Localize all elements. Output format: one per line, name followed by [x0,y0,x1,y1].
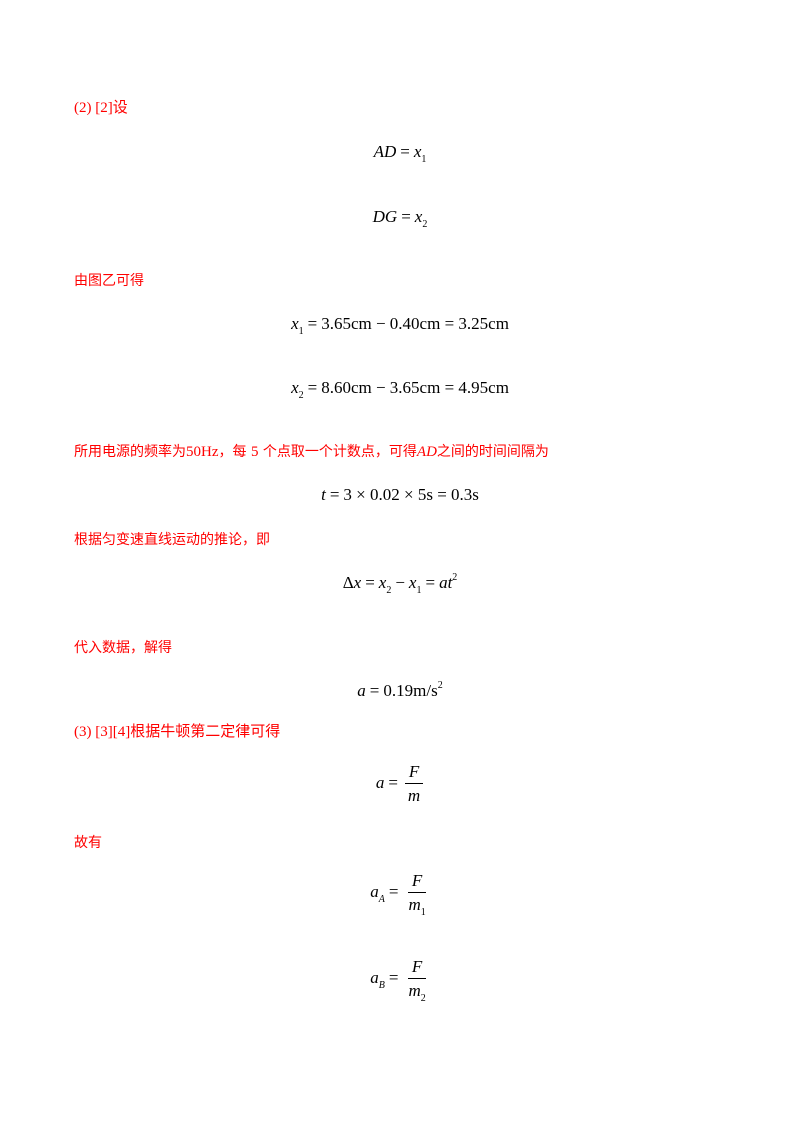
eq-lhs: AD [373,142,397,161]
frac-den: m [408,981,421,1000]
eq-rhs: 0.19m/s [383,681,438,700]
frac-num: F [411,871,423,890]
eq-op: = [329,485,340,504]
eq-sub: 2 [298,390,304,401]
eq-op: = [365,573,375,592]
text-frequency: 50Hz [186,444,219,460]
eq-sub: 2 [420,993,426,1004]
text-ad: AD [416,444,437,460]
equation-delta-x: Δx=x2−x1=at2 [0,572,800,596]
eq-sup: 2 [437,680,443,691]
frac-den: m [408,895,421,914]
paragraph-frequency: 所用电源的频率为50Hz，每 5 个点取一个计数点，可得AD之间的时间间隔为 [74,443,549,461]
eq-rhs: 3.65cm − 0.40cm = 3.25cm [321,314,509,333]
eq-op: = [400,142,410,161]
eq-var: a [357,681,366,700]
paragraph-intro: (2) [2]设 [74,99,128,117]
frac-num: F [408,762,420,781]
eq-var: x [353,573,362,592]
paragraph-inference: 根据匀变速直线运动的推论，即 [74,532,270,548]
eq-op: = [307,378,318,397]
equation-x2: x2=8.60cm − 3.65cm = 4.95cm [0,377,800,401]
eq-sub: 1 [420,907,426,918]
text-segment: 所用电源的频率为 [74,444,186,460]
eq-op: = [388,881,399,901]
equation-time: t=3 × 0.02 × 5s = 0.3s [0,484,800,506]
eq-op: = [401,207,411,226]
eq-sub: 1 [421,154,427,165]
text-segment: ，每 [218,444,247,460]
eq-op: − [395,573,405,592]
equation-x1: x1=3.65cm − 0.40cm = 3.25cm [0,313,800,337]
text-segment: 之间的时间间隔为 [436,444,549,460]
paragraph-text: (2) [2]设 [74,100,128,116]
paragraph-therefore: 故有 [74,835,102,851]
eq-op: = [369,681,380,700]
eq-op: = [388,967,399,987]
paragraph-text: (3) [3][4]根据牛顿第二定律可得 [74,724,281,740]
eq-rhs: 8.60cm − 3.65cm = 4.95cm [321,378,509,397]
eq-sub: 1 [416,585,422,596]
equation-dg: DG=x2 [0,206,800,230]
eq-lhs: DG [372,207,398,226]
frac-num: F [411,957,423,976]
eq-sup: 2 [452,572,458,583]
equation-ad: AD=x1 [0,141,800,165]
eq-var: x [378,573,387,592]
eq-op: = [307,314,318,333]
eq-var: a [439,573,448,592]
eq-sub: B [378,979,385,991]
eq-sub: A [378,893,385,905]
eq-var: x [291,378,299,397]
equation-acceleration: a=0.19m/s2 [0,680,800,702]
eq-rhs: 3 × 0.02 × 5s = 0.3s [343,485,479,504]
eq-var: x [291,314,299,333]
text-segment: 个点取一个计数点，可得 [262,444,417,460]
eq-var: a [370,881,379,901]
eq-var: t [321,485,326,504]
eq-var: x [413,142,422,161]
eq-var: a [375,772,385,792]
eq-sub: 2 [386,585,392,596]
text-number: 5 [250,444,259,460]
eq-op: = [388,772,398,792]
paragraph-newton: (3) [3][4]根据牛顿第二定律可得 [74,723,280,741]
eq-op: = [425,573,436,592]
paragraph-substitute: 代入数据，解得 [74,640,172,656]
frac-den: m [407,786,421,805]
eq-sub: 1 [298,326,304,337]
eq-var: x [408,573,417,592]
eq-sub: 2 [422,219,428,230]
paragraph-from-figure: 由图乙可得 [74,273,144,289]
eq-var: a [370,967,379,987]
eq-delta: Δ [342,573,354,592]
eq-var: x [414,207,423,226]
eq-var: t [447,573,453,592]
